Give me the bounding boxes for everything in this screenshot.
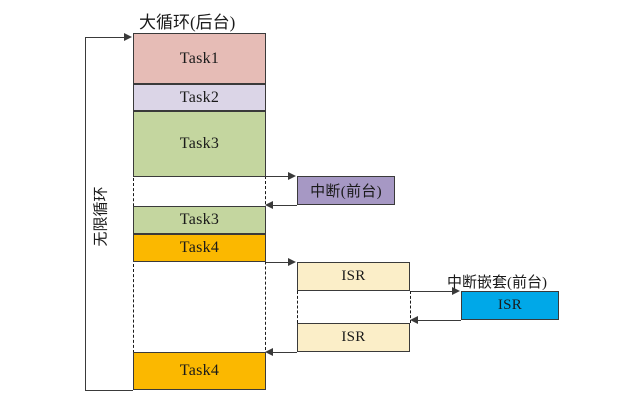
task-block-task4-first: Task4	[133, 234, 266, 262]
task-block-label: Task4	[179, 239, 220, 256]
task-block-task4-resumed: Task4	[133, 352, 266, 390]
task-block-task1: Task1	[133, 33, 266, 84]
isr-block-upper: ISR	[297, 262, 410, 291]
isr-column-left-dashed-guide	[297, 291, 298, 323]
task-block-task2: Task2	[133, 84, 266, 111]
main-loop-title: 大循环(后台)	[139, 13, 236, 32]
task-block-label: Task4	[179, 362, 220, 379]
task-block-label: Task2	[179, 88, 220, 106]
return-isr-arrowhead	[265, 347, 273, 356]
return-isr-line	[273, 352, 297, 353]
bottom-caption	[215, 398, 475, 405]
infinite-loop-label: 无限循环	[93, 186, 110, 247]
nested-isr-block: ISR	[461, 291, 559, 320]
task-block-task3-resumed: Task3	[133, 206, 266, 234]
enter-nested-isr-line	[411, 291, 453, 292]
nested-interrupt-title: 中断嵌套(前台)	[447, 275, 547, 291]
enter-isr-arrowhead	[288, 257, 296, 266]
loop-bracket-left	[85, 37, 86, 390]
loop-bracket-bottom	[85, 390, 133, 391]
isr-block-lower: ISR	[297, 323, 410, 352]
loop-bracket-arrowhead	[124, 32, 132, 41]
task-block-task3-first: Task3	[133, 111, 266, 177]
enter-isr-line	[266, 262, 289, 263]
enter-interrupt-arrowhead	[288, 171, 296, 180]
enter-nested-isr-arrowhead	[452, 286, 460, 295]
return-interrupt-arrowhead	[265, 200, 273, 209]
task-column-left-dashed-guide	[133, 178, 134, 358]
loop-bracket-top	[85, 37, 127, 38]
interrupt-box-label: 中断(前台)	[310, 184, 382, 200]
nested-isr-label: ISR	[497, 297, 523, 313]
return-interrupt-line	[273, 205, 297, 206]
interrupt-box: 中断(前台)	[297, 176, 395, 205]
isr-block-label: ISR	[341, 329, 366, 345]
task-block-label: Task1	[179, 49, 220, 67]
return-nested-isr-line	[418, 320, 461, 321]
task-block-label: Task3	[179, 211, 220, 228]
isr-column-right-dashed-guide	[410, 291, 411, 323]
task-block-label: Task3	[179, 135, 220, 152]
isr-block-label: ISR	[341, 268, 366, 284]
task-column-right-dashed-guide	[265, 176, 266, 360]
enter-interrupt-line	[266, 176, 289, 177]
return-nested-isr-arrowhead	[410, 315, 418, 324]
